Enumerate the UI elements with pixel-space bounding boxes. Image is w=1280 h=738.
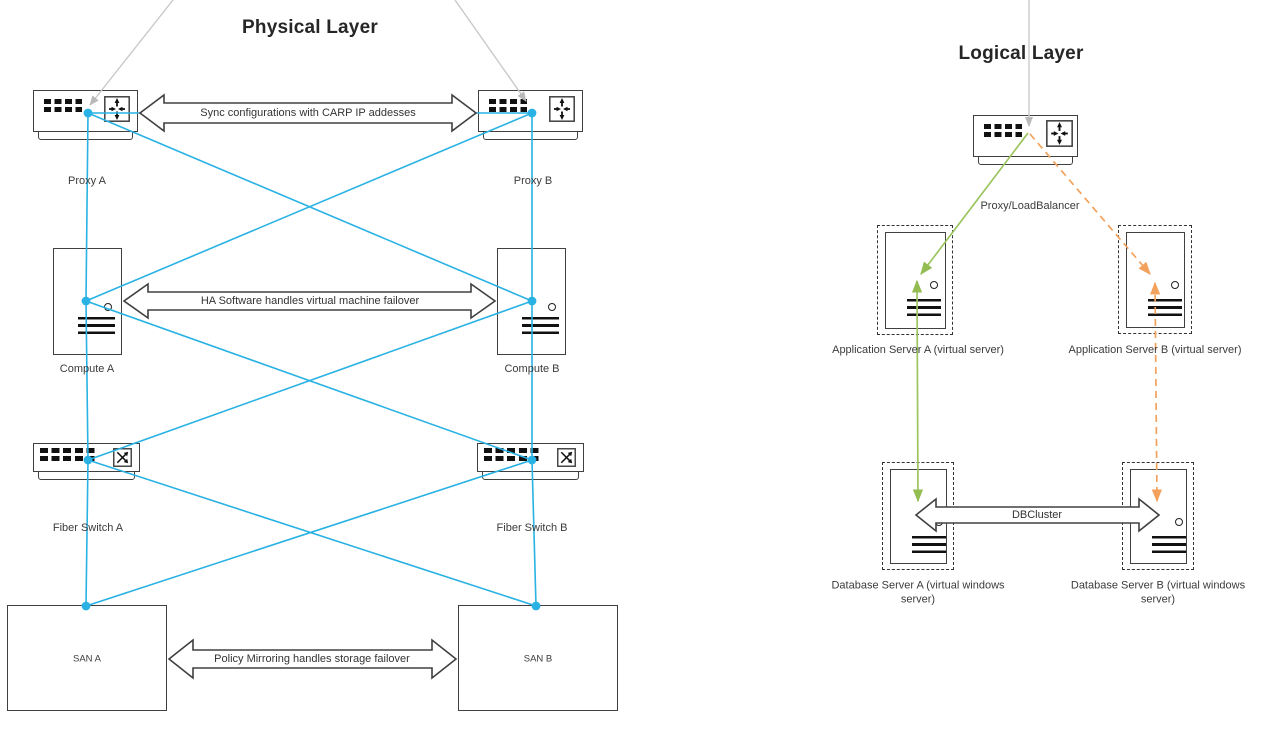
ethernet-ports-icon [44, 107, 82, 112]
label-compute-b: Compute B [504, 363, 560, 375]
link-proxya-computeb [87, 112, 533, 302]
label-app-server-b: Application Server B (virtual server) [1068, 344, 1242, 356]
label-db-server-a: Database Server A (virtual windows serve… [831, 579, 1005, 606]
node-san-b [458, 605, 618, 711]
virtual-server-face [1126, 232, 1185, 328]
label-proxy-b: Proxy B [513, 175, 553, 187]
lb-base [978, 156, 1073, 165]
route-arrows-icon [1046, 120, 1073, 147]
physical-layer-title: Physical Layer [242, 17, 378, 38]
node-app-server-b [1118, 225, 1192, 334]
link-computea-fiberb [85, 300, 533, 461]
power-led-icon [548, 303, 556, 311]
ethernet-ports-icon [484, 448, 540, 453]
connection-dots [81, 108, 541, 611]
ethernet-ports-icon [44, 99, 82, 104]
node-fiber-switch-b [477, 443, 584, 480]
crossover-arrows-icon [557, 448, 576, 467]
ethernet-ports-icon [489, 107, 527, 112]
label-san-a: SAN A [73, 653, 101, 665]
ethernet-ports-icon [40, 448, 96, 453]
node-proxy-a [33, 90, 138, 140]
vent-lines-icon [1148, 299, 1182, 319]
power-led-icon [1175, 518, 1183, 526]
power-led-icon [930, 281, 938, 289]
vent-lines-icon [907, 299, 941, 319]
policy-arrow-label: Policy Mirroring handles storage failove… [214, 653, 410, 665]
label-fiber-switch-a: Fiber Switch A [52, 522, 124, 534]
virtual-server-face [1130, 469, 1187, 564]
power-led-icon [1171, 281, 1179, 289]
fiber-b-base [482, 471, 579, 480]
node-db-server-b [1122, 462, 1194, 570]
ethernet-ports-icon [484, 456, 540, 461]
virtual-server-face [890, 469, 947, 564]
ethernet-ports-icon [984, 132, 1022, 137]
ha-arrow-label: HA Software handles virtual machine fail… [200, 295, 420, 307]
node-proxy-b [478, 90, 583, 140]
proxy-a-base [38, 131, 133, 140]
vent-lines-icon [522, 317, 559, 337]
logical-layer-title: Logical Layer [958, 43, 1084, 64]
node-load-balancer [973, 115, 1078, 165]
label-san-b: SAN B [523, 653, 553, 665]
node-compute-b [497, 248, 566, 355]
crossover-arrows-icon [113, 448, 132, 467]
proxy-b-base [483, 131, 578, 140]
node-san-a [7, 605, 167, 711]
link-computeb-fibera [87, 300, 533, 461]
sync-arrow-label: Sync configurations with CARP IP addesse… [200, 107, 416, 119]
ethernet-ports-icon [984, 124, 1022, 129]
label-app-server-a: Application Server A (virtual server) [832, 344, 1004, 356]
external-link-proxy-b [454, 0, 527, 102]
label-proxy-a: Proxy A [68, 175, 106, 187]
label-fiber-switch-b: Fiber Switch B [496, 522, 568, 534]
ethernet-ports-icon [489, 99, 527, 104]
virtual-server-face [885, 232, 946, 329]
node-compute-a [53, 248, 122, 355]
fiber-a-base [38, 471, 135, 480]
node-fiber-switch-a [33, 443, 140, 480]
label-load-balancer: Proxy/LoadBalancer [980, 200, 1080, 212]
link-fiberb-sana [85, 459, 533, 607]
label-db-server-b: Database Server B (virtual windows serve… [1070, 579, 1246, 606]
vent-lines-icon [78, 317, 115, 337]
node-app-server-a [877, 225, 953, 335]
power-led-icon [104, 303, 112, 311]
vent-lines-icon [912, 536, 946, 556]
ethernet-ports-icon [40, 456, 96, 461]
cyan-links [85, 112, 537, 607]
route-arrows-icon [549, 96, 575, 122]
dbcluster-arrow-label: DBCluster [1011, 509, 1063, 521]
link-fibera-sanb [87, 459, 537, 607]
link-proxyb-computea [85, 112, 533, 302]
label-compute-a: Compute A [59, 363, 115, 375]
vent-lines-icon [1152, 536, 1186, 556]
power-led-icon [935, 518, 943, 526]
node-db-server-a [882, 462, 954, 570]
route-arrows-icon [104, 96, 130, 122]
